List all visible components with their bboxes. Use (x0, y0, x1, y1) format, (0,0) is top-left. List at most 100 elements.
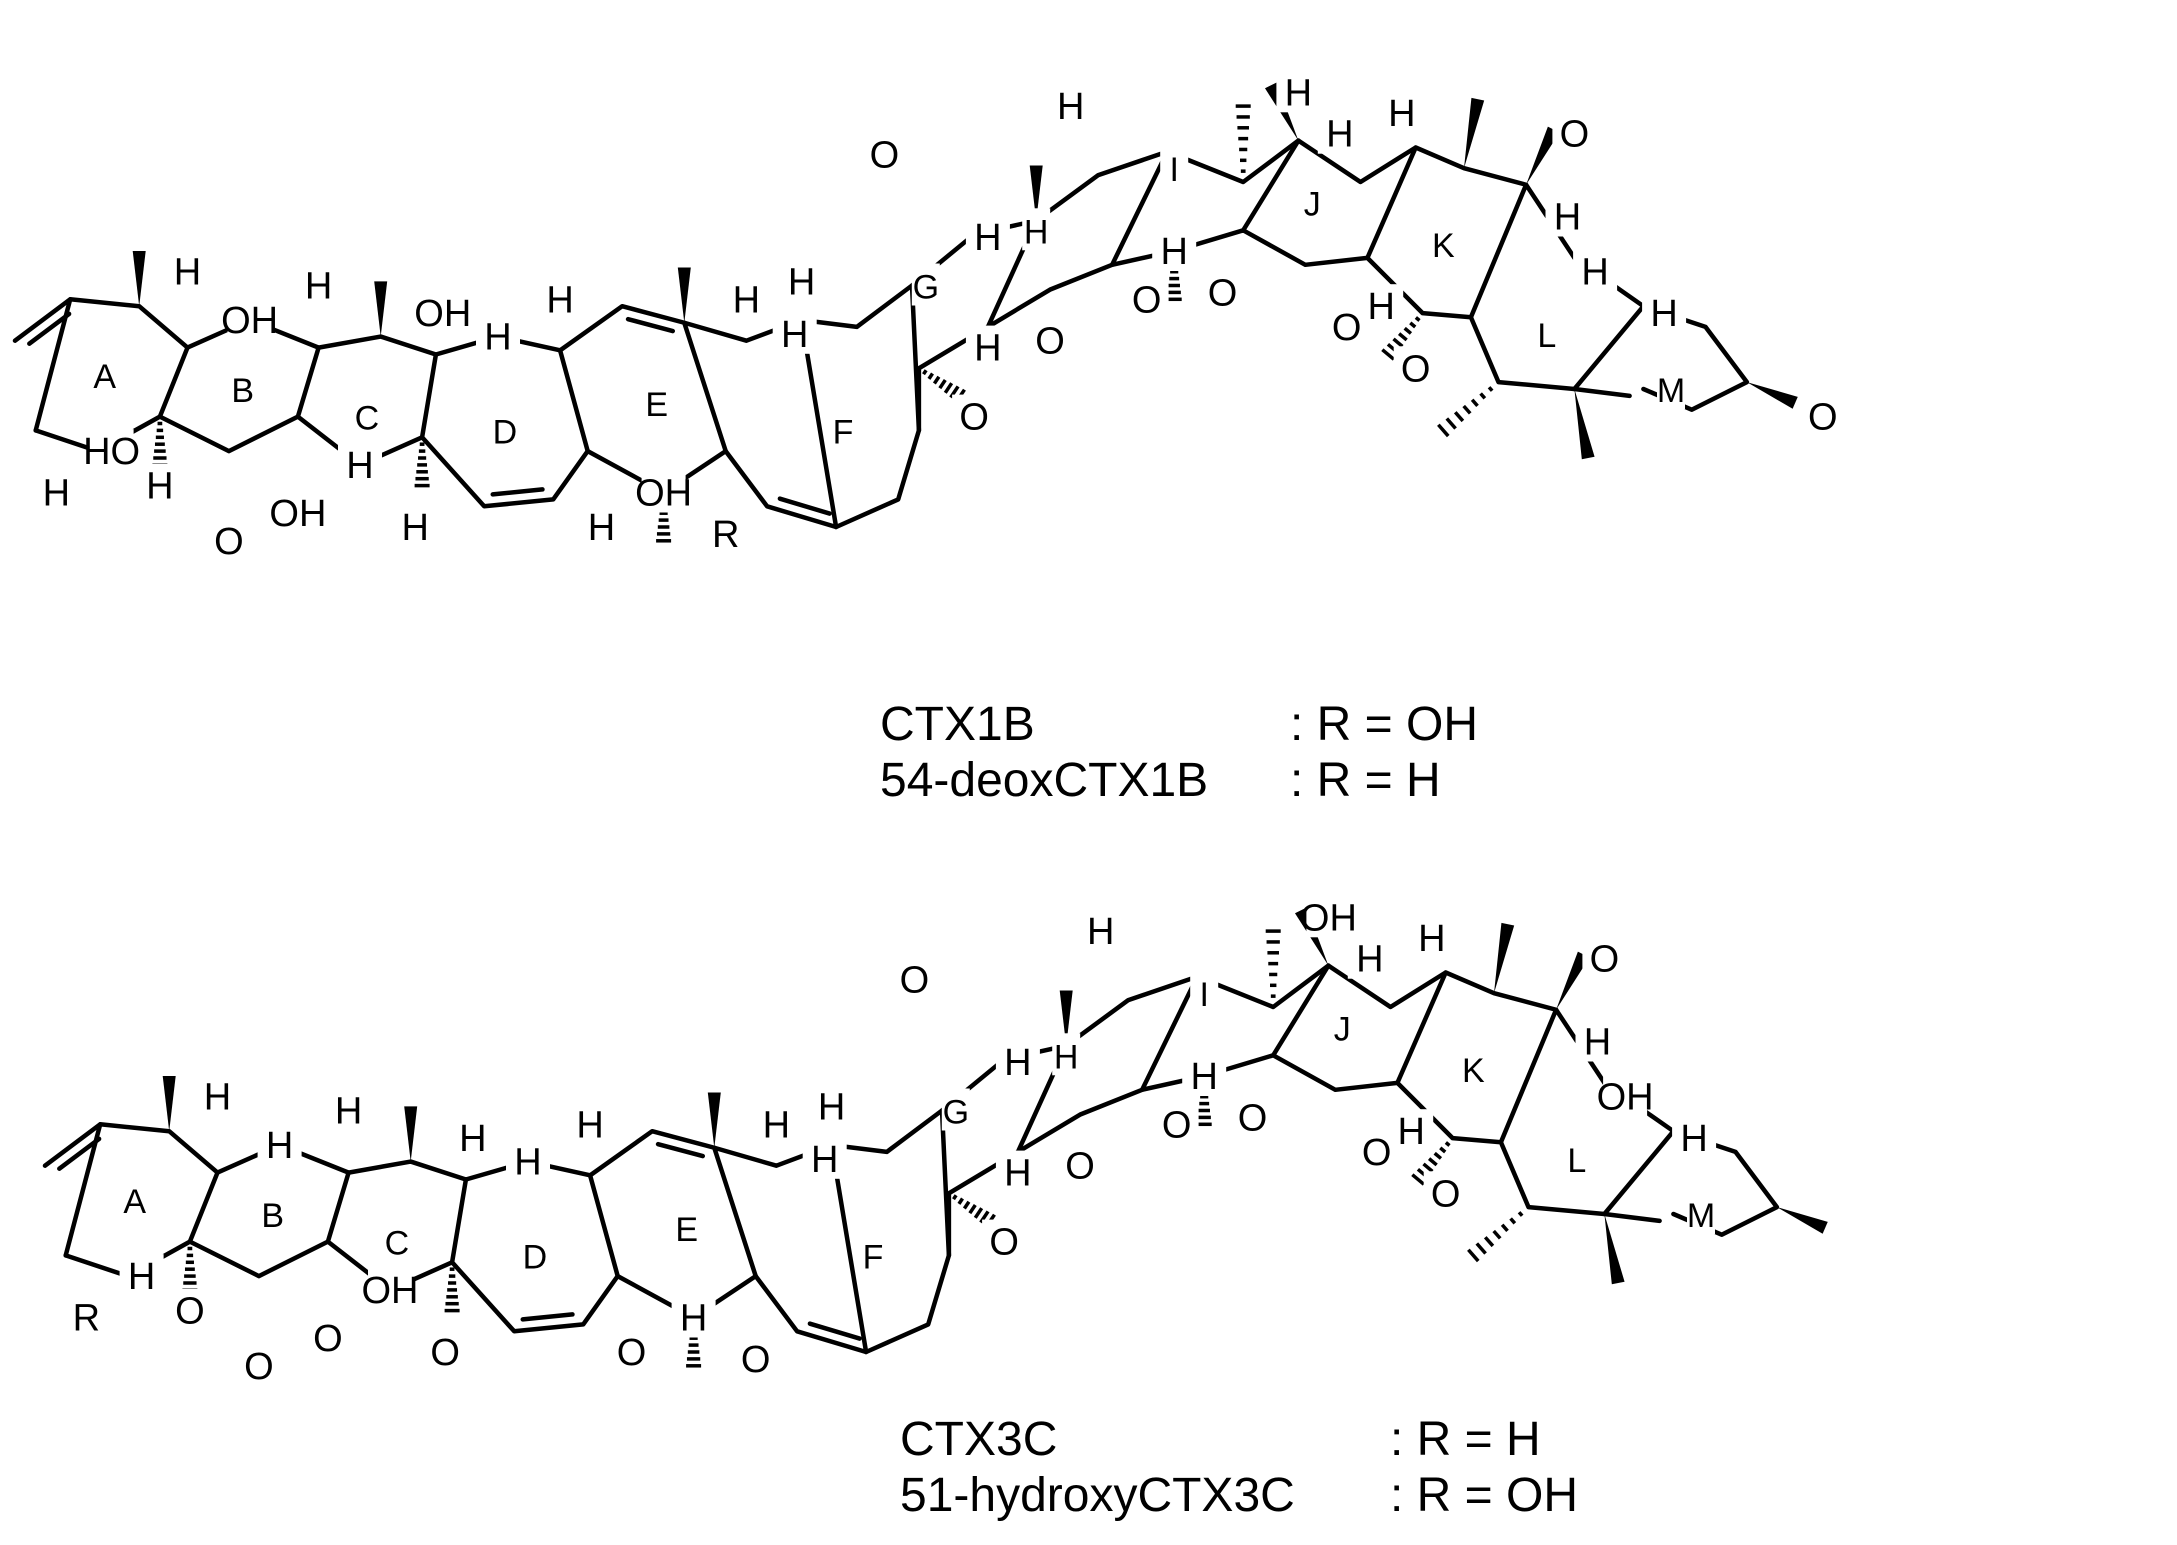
ring-label: L (1567, 1142, 1586, 1180)
wedge-bond (162, 1076, 176, 1132)
bond-line (712, 1145, 758, 1279)
label-backdrop (1078, 909, 1123, 952)
hydrogen-label: H (788, 261, 815, 303)
wedge-bond (404, 1106, 418, 1162)
hydrogen-label: H (459, 1118, 486, 1160)
oxygen-atom-label: H (514, 1142, 541, 1184)
label-backdrop (228, 367, 257, 409)
oxygen-atom-label: H (1004, 1042, 1031, 1084)
label-backdrop (802, 1136, 847, 1179)
hydrogen-label: O (617, 1332, 647, 1374)
label-backdrop (1532, 311, 1561, 354)
hydrogen-label: H (1087, 911, 1114, 953)
double-bond-line (57, 1136, 102, 1171)
hashed-bond (414, 442, 430, 488)
label-backdrop (352, 394, 381, 437)
ring-label: L (1537, 317, 1556, 355)
bond-line (449, 1177, 469, 1265)
ring-label: I (1199, 976, 1208, 1014)
oxygen-atom-label: H (1326, 114, 1353, 156)
label-backdrop (393, 505, 438, 547)
oxygen-atom-label: H (1160, 231, 1187, 273)
oxygen-atom-label: OH (362, 1270, 419, 1312)
label-backdrop (236, 1343, 281, 1386)
label-backdrop (1575, 1019, 1620, 1062)
label-backdrop (579, 505, 624, 547)
hydrogen-label: R (73, 1298, 100, 1340)
label-backdrop (609, 1330, 654, 1372)
hydrogen-label: H (546, 279, 573, 321)
label-backdrop (703, 511, 748, 554)
label-backdrop (1152, 229, 1197, 271)
label-backdrop (1603, 1074, 1648, 1117)
ring-label: J (1334, 1011, 1351, 1049)
hydrogen-label: H (576, 1104, 603, 1146)
label-backdrop (754, 1102, 799, 1145)
label-backdrop (165, 249, 210, 292)
label-backdrop (1154, 1102, 1199, 1145)
bond-line (157, 345, 190, 419)
label-backdrop (1672, 1116, 1717, 1159)
r-group-definition-label: : R = H (1290, 754, 1441, 807)
label-backdrop (450, 1116, 495, 1159)
label-backdrop (1545, 194, 1590, 237)
label-backdrop (965, 325, 1010, 368)
bond-line (1602, 1128, 1676, 1217)
ring-label: J (1304, 186, 1321, 224)
ring-label: K (1432, 227, 1455, 265)
oxygen-atom-label: H (811, 1139, 838, 1181)
double-bond-line (655, 1141, 706, 1159)
hashed-bond (1235, 104, 1251, 173)
r-group-definition-label: : R = OH (1290, 698, 1478, 751)
hydrogen-label: OH (1300, 897, 1357, 939)
oxygen-atom-label: H (346, 445, 373, 487)
wedge-bond (1494, 922, 1515, 994)
compound-name-label: CTX1B (880, 698, 1035, 751)
r-group-label: O (1808, 397, 1838, 439)
label-backdrop (1306, 895, 1351, 938)
hydrogen-label: H (1418, 918, 1445, 960)
wedge-bond (1574, 389, 1595, 460)
hashed-bond (182, 1246, 198, 1292)
hydrogen-label: H (174, 252, 201, 294)
hydroxyl-label: O (1590, 939, 1620, 981)
label-backdrop (1200, 270, 1245, 313)
label-backdrop (911, 263, 940, 306)
label-backdrop (1552, 111, 1597, 154)
label-backdrop (995, 1150, 1040, 1193)
hydrogen-label: H (401, 507, 428, 549)
r-group-definition-label: : R = OH (1390, 1469, 1578, 1522)
wedge-bond (1556, 951, 1590, 1010)
bond-line (682, 320, 728, 454)
ring-label: F (833, 413, 854, 451)
hydrogen-label: H (1057, 86, 1084, 128)
label-backdrop (1354, 1129, 1399, 1172)
bond-path (42, 963, 1676, 1182)
label-backdrop (1052, 1033, 1081, 1076)
label-backdrop (779, 259, 824, 302)
label-backdrop (965, 215, 1010, 258)
ctx3c-caption: CTX3C: R = H51-hydroxyCTX3C: R = OH (900, 1413, 1578, 1522)
label-backdrop (1298, 180, 1327, 223)
hydrogen-label: H (1285, 72, 1312, 114)
ring-label: H (1024, 213, 1049, 251)
label-backdrop (34, 470, 79, 513)
hydrogen-label: O (175, 1291, 205, 1333)
bond-line (325, 1170, 351, 1244)
oxygen-atom-label: H (484, 317, 511, 359)
label-backdrop (1160, 146, 1189, 189)
label-backdrop (952, 394, 997, 437)
ring-label: E (675, 1211, 698, 1249)
label-backdrop (137, 463, 182, 506)
hydrogen-label: O (1238, 1097, 1268, 1139)
hydrogen-label: O (1132, 279, 1162, 321)
bond-path (63, 1053, 1662, 1355)
oxygen-atom-label: H (1397, 1111, 1424, 1153)
oxygen-atom-label: OH (1597, 1077, 1654, 1119)
bond-line (829, 1142, 869, 1355)
label-backdrop (258, 1192, 287, 1234)
label-backdrop (305, 1316, 350, 1359)
bond-line (1365, 145, 1418, 261)
